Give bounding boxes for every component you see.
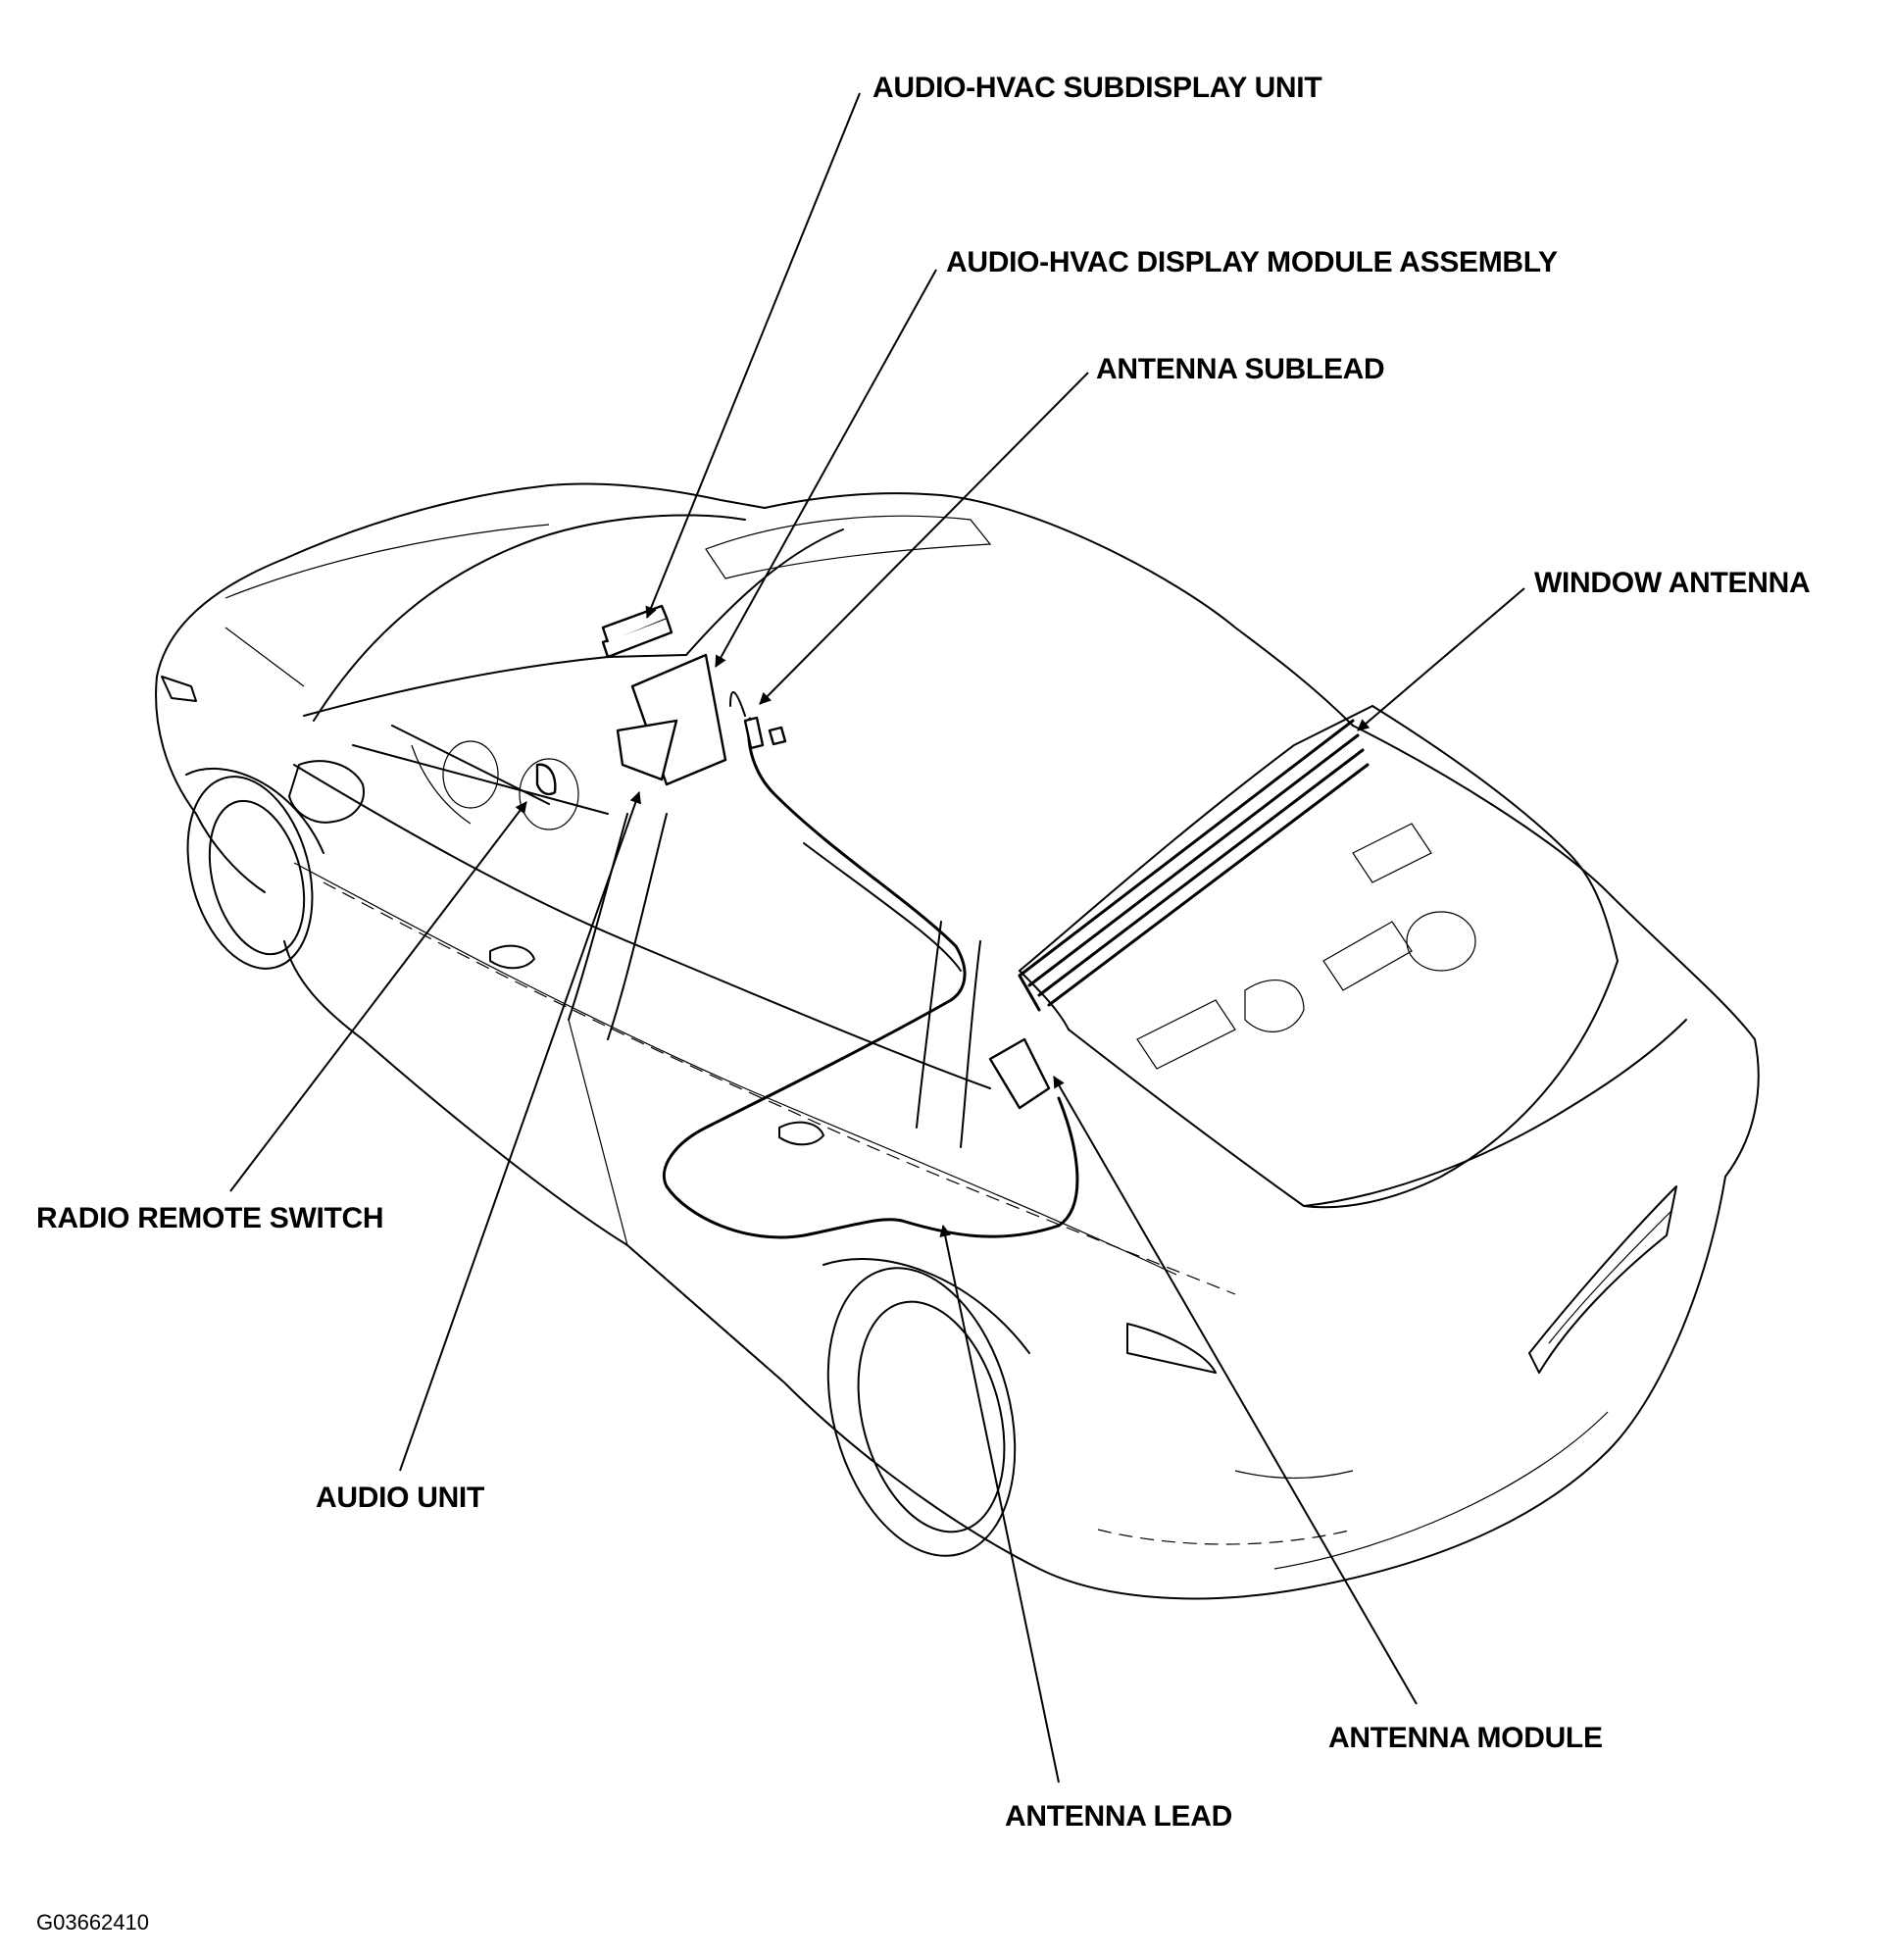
label-antenna-sublead: ANTENNA SUBLEAD (1096, 353, 1385, 385)
leader-lines (229, 92, 1525, 1784)
label-audio-unit: AUDIO UNIT (316, 1482, 484, 1514)
subdisplay-unit (601, 604, 673, 659)
label-display-module-assembly: AUDIO-HVAC DISPLAY MODULE ASSEMBLY (946, 246, 1558, 278)
label-antenna-lead: ANTENNA LEAD (1005, 1800, 1232, 1833)
window-antenna-lines (1018, 719, 1370, 1012)
sublead-connectors (743, 716, 787, 750)
antenna-sublead-cable (729, 691, 962, 972)
radio-remote-switch (535, 763, 557, 796)
label-window-antenna: WINDOW ANTENNA (1534, 567, 1811, 599)
car-body (155, 482, 1760, 1600)
figure-id: G03662410 (36, 1910, 149, 1935)
antenna-module (988, 1037, 1051, 1110)
antenna-lead-cable (662, 717, 1079, 1239)
label-radio-remote-switch: RADIO REMOTE SWITCH (36, 1202, 384, 1234)
label-antenna-module: ANTENNA MODULE (1328, 1722, 1603, 1754)
label-subdisplay-unit: AUDIO-HVAC SUBDISPLAY UNIT (872, 72, 1322, 104)
display-module (616, 653, 727, 786)
